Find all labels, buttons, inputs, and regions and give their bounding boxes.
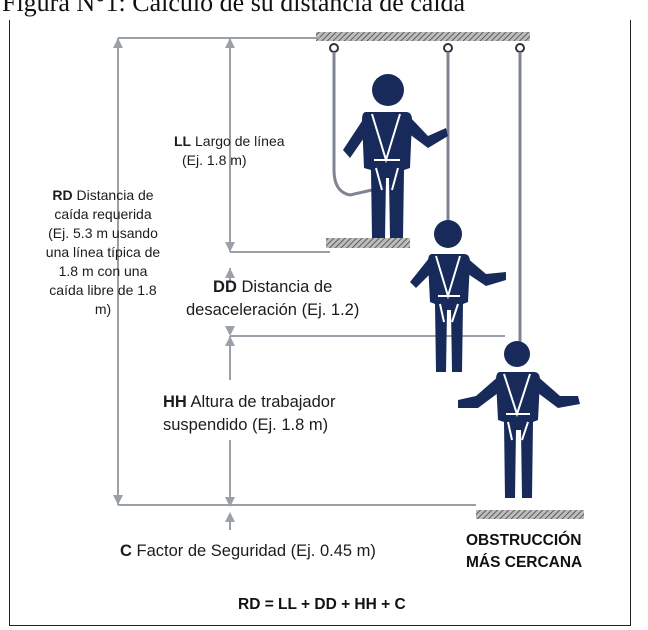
label-dd: DD Distancia de desaceleración (Ej. 1.2) — [186, 278, 360, 319]
worker-standing-icon — [343, 74, 448, 238]
label-ll: LL Largo de línea (Ej. 1.8 m) — [174, 133, 285, 168]
lanyards — [332, 52, 522, 348]
worker-deceleration-icon — [410, 220, 506, 372]
harness-2 — [435, 255, 461, 323]
label-c: C Factor de Seguridad (Ej. 0.45 m) — [120, 542, 376, 560]
worker-suspended-icon — [458, 341, 580, 498]
harness-1 — [371, 113, 401, 191]
platform-hatch — [326, 238, 410, 248]
label-rd: RD Distancia de caída requerida (Ej. 5.3… — [45, 187, 161, 317]
formula: RD = LL + DD + HH + C — [238, 596, 406, 613]
anchor-hooks — [329, 43, 525, 53]
dimension-arrows — [113, 38, 235, 522]
ceiling-anchor-hatch — [316, 32, 530, 41]
obstruction-hatch — [476, 510, 584, 519]
figure-frame — [9, 20, 631, 626]
harness-3 — [503, 373, 531, 441]
dimension-lines — [117, 37, 505, 530]
obstruction-label: OBSTRUCCIÓN MÁS CERCANA — [466, 532, 583, 571]
figure-title: Figura N°1: Cálculo de su distancia de c… — [2, 0, 466, 17]
label-hh: HH Altura de trabajador suspendido (Ej. … — [163, 393, 336, 434]
